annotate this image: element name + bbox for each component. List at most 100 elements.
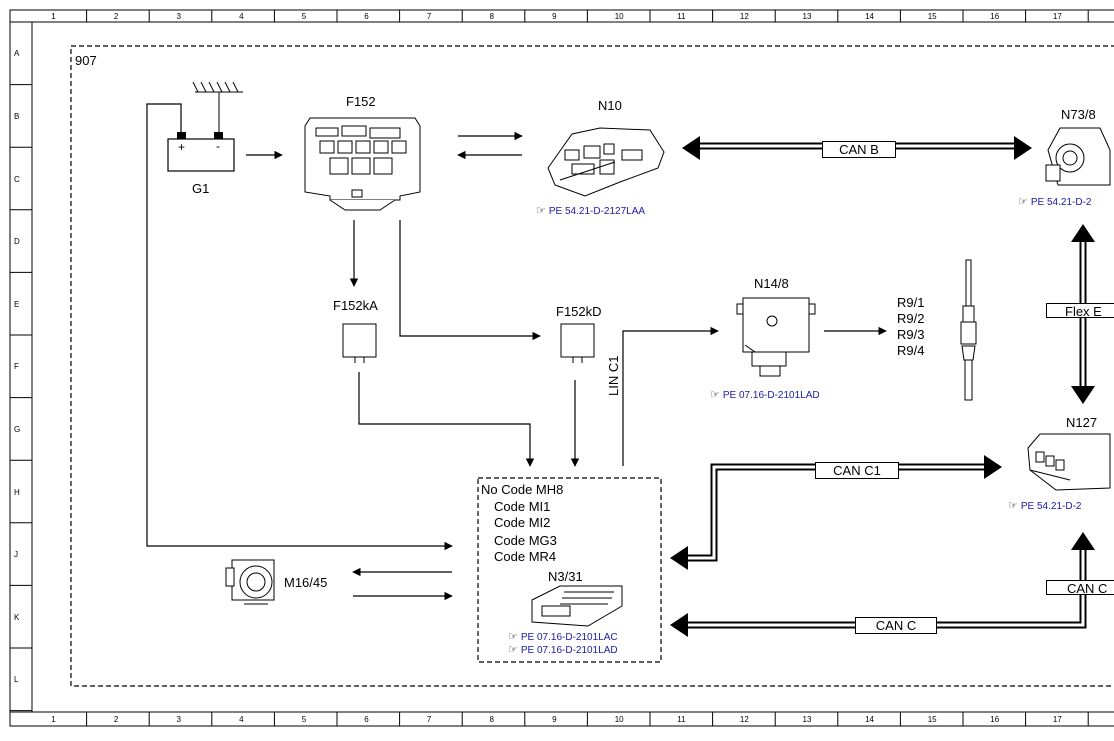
column-label-bottom: 9 [552, 715, 557, 724]
row-label: L [14, 675, 19, 685]
group-907-boundary [70, 45, 1114, 687]
column-ticks [86, 10, 1089, 726]
glow-module-ref-text: PE 07.16-D-2101LAD [722, 390, 820, 401]
engine-ecu-boundary [477, 477, 662, 663]
hand-pointer-icon: ☞ [508, 631, 518, 643]
wire-battery-to-ecu [146, 103, 453, 551]
column-label-top: 15 [927, 12, 937, 21]
hand-pointer-icon: ☞ [710, 389, 720, 401]
engine-ecu-ref-2-text: PE 07.16-D-2101LAD [520, 645, 618, 656]
battery-minus: - [216, 139, 220, 153]
column-label-top: 5 [301, 12, 307, 21]
column-label-top: 11 [677, 12, 686, 21]
column-label-bottom: 12 [739, 715, 749, 724]
row-label: F [14, 362, 19, 372]
glow-plug-3: R9/3 [897, 327, 925, 342]
can-c-label: CAN C [855, 617, 937, 634]
fuse-box-label: F152 [346, 94, 376, 109]
ignition-switch-ref-text: PE 54.21-D-2 [1030, 197, 1092, 208]
can-c-right-label: CAN C [1046, 580, 1114, 595]
n10-label: N10 [598, 98, 622, 113]
relay-ka-label: F152kA [333, 298, 378, 313]
glow-module-icon [736, 297, 816, 377]
ecu-code-0: No Code MH8 [481, 482, 564, 497]
column-label-top: 10 [614, 12, 624, 21]
row-label: A [14, 49, 20, 59]
wire-relay-ka-to-ecu [358, 372, 535, 467]
row-label: K [14, 612, 20, 622]
hand-pointer-icon: ☞ [536, 205, 546, 217]
ecu-code-4: Code MR4 [494, 549, 557, 564]
battery-icon [167, 132, 235, 172]
row-label: E [14, 299, 20, 309]
glow-plug-icon [960, 259, 977, 401]
column-label-bottom: 17 [1052, 715, 1062, 724]
n10-module-icon [547, 127, 665, 197]
row-label: D [14, 237, 20, 247]
column-label-bottom: 15 [927, 715, 937, 724]
column-label-bottom: 13 [802, 715, 812, 724]
relay-kd-icon [560, 323, 595, 363]
relay-ka-icon [342, 323, 377, 363]
n127-module-icon [1027, 433, 1111, 491]
column-label-top: 4 [239, 12, 244, 21]
can-c-bus [670, 532, 1095, 637]
group-label: 907 [75, 53, 97, 68]
column-label-top: 16 [990, 12, 1000, 21]
column-label-bottom: 3 [176, 715, 181, 724]
n127-ref: ☞PE 54.21-D-2 [1008, 500, 1081, 513]
ignition-switch-label: N73/8 [1061, 107, 1096, 122]
column-label-bottom: 14 [865, 715, 874, 724]
column-label-bottom: 1 [51, 715, 56, 724]
column-label-top: 14 [865, 12, 874, 21]
column-label-top: 12 [739, 12, 749, 21]
column-label-bottom: 4 [239, 715, 244, 724]
hand-pointer-icon: ☞ [1008, 500, 1018, 512]
n127-label: N127 [1066, 415, 1098, 430]
ecu-code-2: Code MI2 [494, 515, 551, 530]
ecu-code-3: Code MG3 [494, 533, 557, 548]
column-label-top: 3 [176, 12, 181, 21]
flex-e-label: Flex E [1046, 303, 1114, 318]
hand-pointer-icon: ☞ [1018, 196, 1028, 208]
n127-ref-text: PE 54.21-D-2 [1020, 501, 1082, 512]
battery-label: G1 [192, 181, 210, 196]
column-label-bottom: 11 [677, 715, 686, 724]
ecu-code-1: Code MI1 [494, 499, 551, 514]
relay-kd-label: F152kD [556, 304, 602, 319]
glow-plug-2: R9/2 [897, 311, 925, 326]
wire-lin-c1 [622, 326, 719, 466]
battery-plus: + [178, 140, 186, 154]
frame-border [9, 9, 1114, 727]
column-label-bottom: 5 [301, 715, 307, 724]
row-label: J [14, 550, 18, 560]
engine-ecu-ref-1: ☞PE 07.16-D-2101LAC [508, 631, 618, 644]
ignition-switch-icon [1045, 127, 1111, 186]
glow-plug-4: R9/4 [897, 343, 925, 358]
column-label-top: 2 [113, 12, 119, 21]
column-label-bottom: 10 [614, 715, 624, 724]
glow-module-ref: ☞PE 07.16-D-2101LAD [710, 389, 820, 402]
column-label-bottom: 8 [489, 715, 494, 724]
column-label-top: 1 [51, 12, 56, 21]
can-b-label: CAN B [822, 141, 896, 158]
engine-ecu-icon [531, 585, 623, 627]
hand-pointer-icon: ☞ [508, 644, 518, 656]
fuse-box-icon [304, 117, 421, 211]
wire-fusebox-to-relay-kd [399, 220, 541, 341]
column-label-top: 9 [552, 12, 557, 21]
column-label-top: 8 [489, 12, 494, 21]
column-label-bottom: 16 [990, 715, 1000, 724]
column-label-bottom: 2 [113, 715, 119, 724]
n10-ref-text: PE 54.21-D-2127LAA [548, 206, 646, 217]
engine-ecu-label: N3/31 [548, 569, 583, 584]
row-label: G [14, 424, 21, 434]
throttle-actuator-icon [225, 559, 275, 605]
ground-icon [192, 81, 243, 138]
engine-ecu-ref-1-text: PE 07.16-D-2101LAC [520, 632, 618, 643]
ignition-switch-ref: ☞PE 54.21-D-2 [1018, 196, 1091, 209]
row-label: C [14, 174, 20, 184]
column-label-top: 17 [1052, 12, 1062, 21]
